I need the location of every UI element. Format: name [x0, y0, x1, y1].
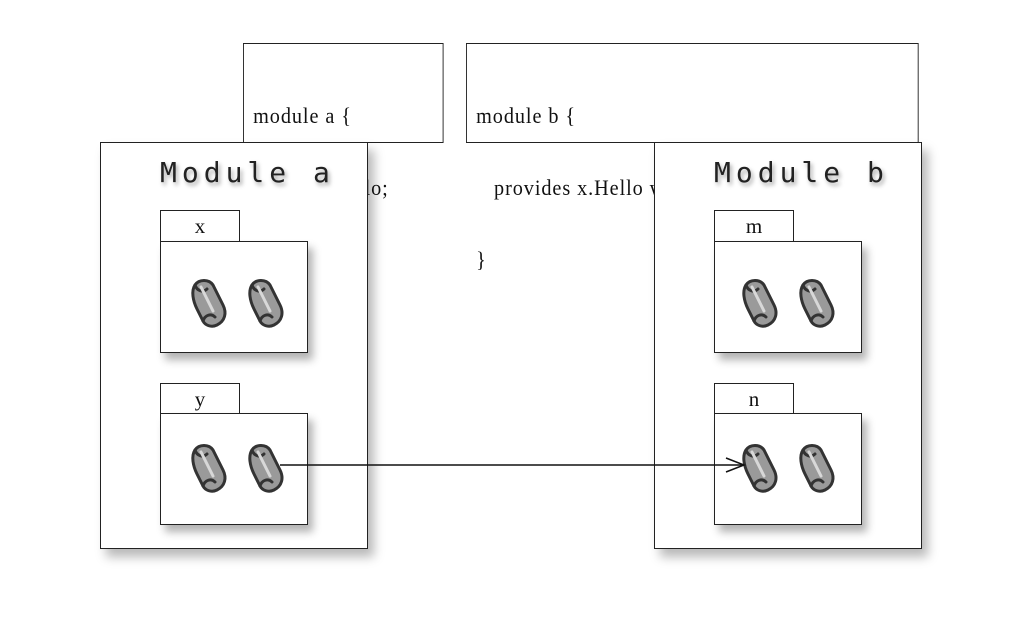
code-line: module b { [476, 103, 576, 128]
package-y-tab: y [160, 383, 240, 416]
module-b-title: Module b [714, 156, 889, 189]
package-n-tab: n [714, 383, 794, 416]
package-x [160, 241, 308, 353]
code-line: } [476, 247, 487, 272]
module-a-title: Module a [160, 156, 335, 189]
package-n [714, 413, 862, 525]
module-b-declaration: module b { provides x.Hello with n.Hello… [466, 43, 919, 272]
package-m [714, 241, 862, 353]
uses-arrow-head [725, 457, 747, 473]
code-line: module a { [253, 103, 352, 128]
package-y [160, 413, 308, 525]
